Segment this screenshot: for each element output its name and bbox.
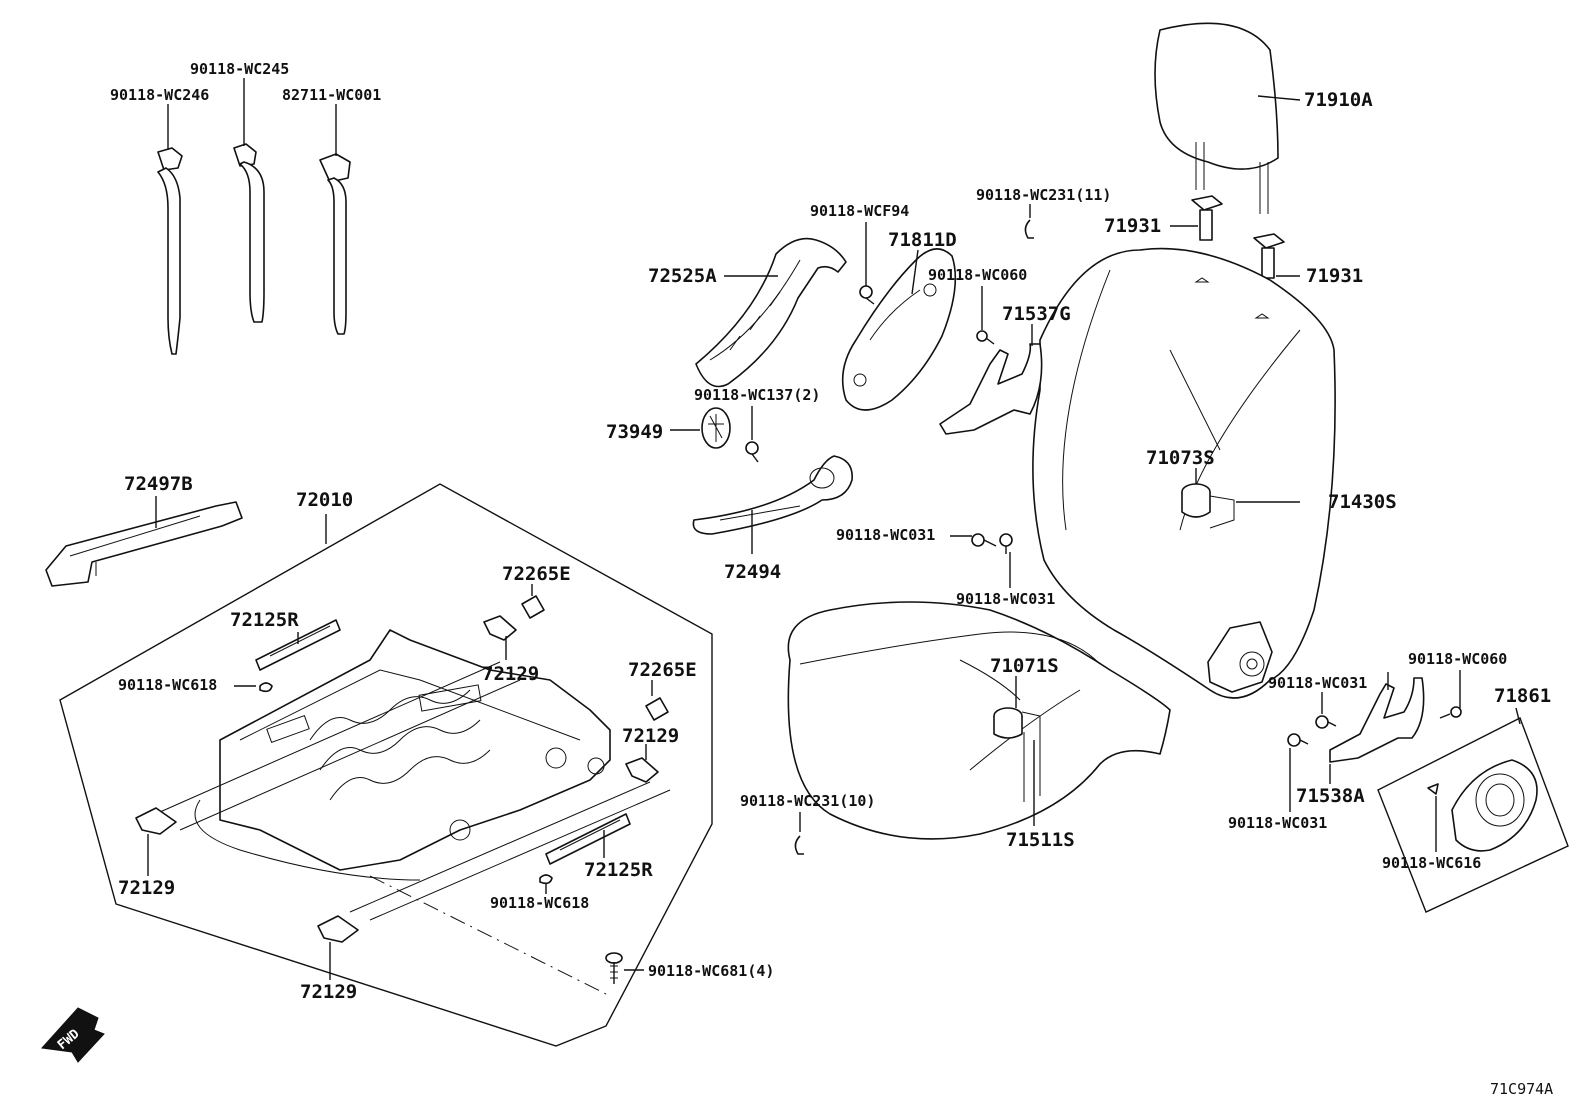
label-72494: 72494 [724, 561, 781, 583]
label-90118-WC618-b: 90118-WC618 [490, 894, 589, 912]
label-90118-WC060-a: 90118-WC060 [928, 266, 1027, 284]
headrest-71910A[interactable] [1154, 22, 1279, 214]
label-72525A: 72525A [648, 265, 717, 287]
side-cover-71861[interactable] [1451, 759, 1538, 852]
recliner-mechanism [1207, 621, 1273, 693]
clip-72129-d[interactable] [317, 915, 359, 943]
screw-90118-WCF94[interactable] [859, 285, 875, 305]
clip-72129-a[interactable] [483, 615, 517, 641]
cushion-pad-71511S[interactable] [993, 707, 1041, 802]
fwd-arrow-icon: FWD [40, 1007, 105, 1063]
bolt-90118-WC031-a[interactable] [971, 533, 997, 547]
screw-90118-WC060-a[interactable] [976, 330, 995, 345]
seat-frame-72010[interactable] [159, 629, 671, 921]
bracket-71537G[interactable] [939, 343, 1043, 435]
label-90118-WC616: 90118-WC616 [1382, 854, 1481, 872]
label-71511S: 71511S [1006, 829, 1075, 851]
cable-tie-90118-WC246[interactable] [157, 147, 183, 355]
label-90118-WC246: 90118-WC246 [110, 86, 209, 104]
label-71910A: 71910A [1304, 89, 1373, 111]
label-90118-WC031-d: 90118-WC031 [1228, 814, 1327, 832]
rail-cover-72125R-b[interactable] [545, 813, 631, 865]
label-71931-a: 71931 [1104, 215, 1161, 237]
bolt-90118-WC681-4[interactable] [605, 952, 623, 984]
label-90118-WC618-a: 90118-WC618 [118, 676, 217, 694]
label-82711-WC001: 82711-WC001 [282, 86, 381, 104]
seat-cushion-71071S[interactable] [787, 601, 1171, 840]
label-71538A: 71538A [1296, 785, 1365, 807]
drawing-code: 71C974A [1490, 1080, 1553, 1098]
cable-tie-90118-WC245[interactable] [233, 143, 265, 323]
rail-cover-72125R-a[interactable] [255, 619, 341, 671]
label-72265E-b: 72265E [628, 659, 697, 681]
label-72129-c: 72129 [118, 877, 175, 899]
bracket-72497B[interactable] [45, 501, 243, 587]
label-72010: 72010 [296, 489, 353, 511]
trim-panel-71811D[interactable] [841, 248, 957, 411]
hog-ring-90118-WC231-10[interactable] [794, 835, 804, 855]
label-72497B: 72497B [124, 473, 193, 495]
label-90118-WC031-b: 90118-WC031 [956, 590, 1055, 608]
label-72129-a: 72129 [482, 663, 539, 685]
clip-90118-WC616[interactable] [1427, 783, 1439, 795]
bolt-90118-WC031-c[interactable] [1315, 715, 1337, 729]
label-71071S: 71071S [990, 655, 1059, 677]
label-72125R-b: 72125R [584, 859, 653, 881]
label-90118-WC231-10: 90118-WC231(10) [740, 792, 875, 810]
label-90118-WC031-a: 90118-WC031 [836, 526, 935, 544]
lever-72494[interactable] [692, 455, 853, 535]
bolt-90118-WC031-b[interactable] [999, 533, 1013, 554]
clip-90118-WC618-b[interactable] [539, 874, 553, 885]
leader-90118-WC681 [369, 875, 611, 997]
label-90118-WC231-11: 90118-WC231(11) [976, 186, 1111, 204]
headrest-guide-71931-right[interactable] [1253, 233, 1285, 279]
screw-90118-WC060-b[interactable] [1439, 706, 1462, 719]
label-90118-WCF94: 90118-WCF94 [810, 202, 909, 220]
label-72129-b: 72129 [622, 725, 679, 747]
label-71861: 71861 [1494, 685, 1551, 707]
seat-back-cover-71073S[interactable] [1032, 247, 1336, 699]
label-71073S: 71073S [1146, 447, 1215, 469]
screw-90118-WC137-2[interactable] [745, 441, 759, 463]
hinge-cover-72525A[interactable] [695, 237, 847, 388]
seatback-pad-71430S[interactable] [1181, 483, 1235, 529]
label-90118-WC137-2: 90118-WC137(2) [694, 386, 820, 404]
label-71931-b: 71931 [1306, 265, 1363, 287]
bracket-71538A[interactable] [1329, 677, 1425, 763]
part-box-71861 [1377, 717, 1569, 913]
label-90118-WC060-b: 90118-WC060 [1408, 650, 1507, 668]
label-72129-d: 72129 [300, 981, 357, 1003]
label-72125R-a: 72125R [230, 609, 299, 631]
cable-tie-82711-WC001[interactable] [319, 153, 351, 335]
clip-72265E-a[interactable] [521, 595, 545, 619]
label-71537G: 71537G [1002, 303, 1071, 325]
hog-ring-90118-WC231-11[interactable] [1024, 219, 1034, 239]
label-90118-WC681-4: 90118-WC681(4) [648, 962, 774, 980]
clip-72129-b[interactable] [625, 757, 659, 783]
clip-72265E-b[interactable] [645, 697, 669, 721]
label-73949: 73949 [606, 421, 663, 443]
part-box-72010 [59, 483, 713, 1047]
label-72265E-a: 72265E [502, 563, 571, 585]
label-71811D: 71811D [888, 229, 957, 251]
label-90118-WC031-c: 90118-WC031 [1268, 674, 1367, 692]
label-71430S: 71430S [1328, 491, 1397, 513]
knob-73949[interactable] [701, 407, 731, 449]
clip-72129-c[interactable] [135, 807, 177, 835]
clip-90118-WC618-a[interactable] [259, 682, 273, 693]
headrest-guide-71931-left[interactable] [1191, 195, 1223, 241]
bolt-90118-WC031-d[interactable] [1287, 733, 1309, 747]
label-90118-WC245: 90118-WC245 [190, 60, 289, 78]
